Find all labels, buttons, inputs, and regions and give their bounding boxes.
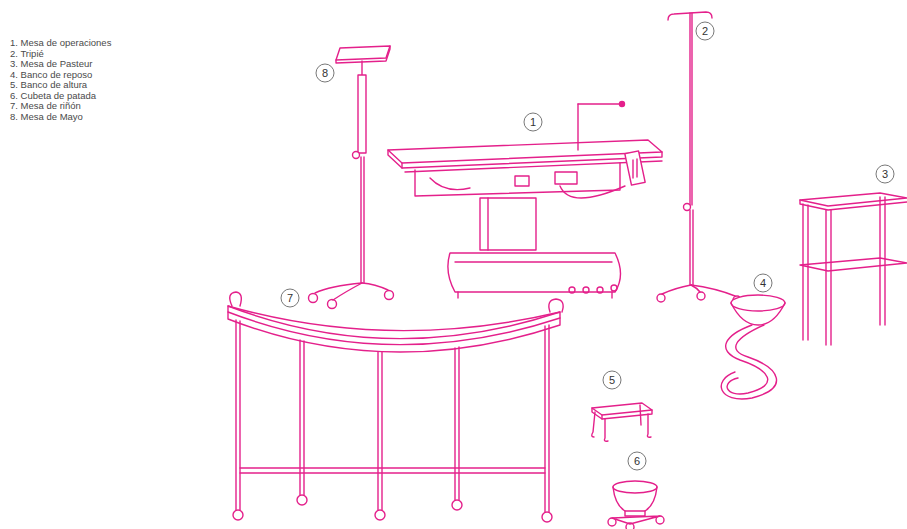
legend-list-item: 1. Mesa de operaciones: [10, 37, 111, 48]
legend-list-item: 6. Cubeta de patada: [10, 90, 96, 101]
callout-number: 8: [316, 64, 334, 82]
callout-number: 5: [603, 371, 621, 389]
kidney-table: [228, 292, 563, 522]
callout-number: 6: [628, 452, 646, 470]
legend-list-item: 2. Tripié: [10, 48, 44, 59]
legend-list-item: 3. Mesa de Pasteur: [10, 58, 92, 69]
callout-number: 4: [754, 274, 772, 292]
kick-bucket: [608, 481, 664, 529]
callout-number: 1: [524, 113, 542, 131]
rest-stool: [721, 295, 785, 399]
callout-number: 7: [281, 289, 299, 307]
iv-pole: [657, 12, 741, 304]
legend-list-item: 5. Banco de altura: [10, 79, 87, 90]
mayo-table: [309, 46, 394, 309]
pasteur-table: [800, 193, 907, 345]
callout-number: 2: [696, 22, 714, 40]
legend-list-item: 8. Mesa de Mayo: [10, 111, 83, 122]
operating-table: [388, 102, 662, 299]
step-stool: [592, 403, 652, 441]
callout-circles: [281, 22, 894, 470]
callout-number: 3: [876, 165, 894, 183]
legend-list-item: 7. Mesa de riñón: [10, 100, 81, 111]
legend-list-item: 4. Banco de reposo: [10, 69, 92, 80]
